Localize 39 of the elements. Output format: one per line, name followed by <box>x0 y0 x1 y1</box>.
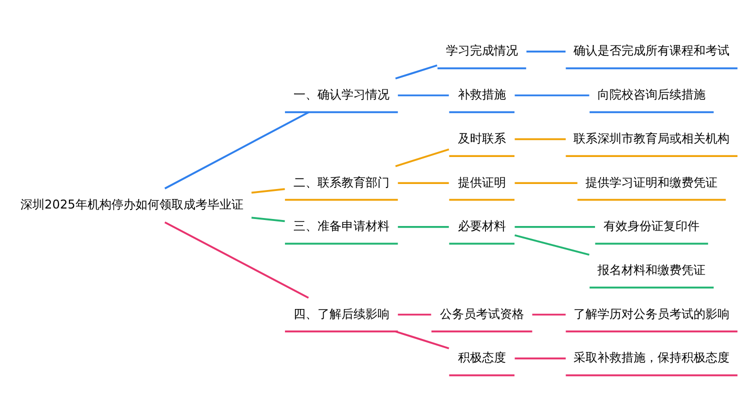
node-text: 了解学历对公务员考试的影响 <box>574 306 730 321</box>
node-text: 提供学习证明和缴费凭证 <box>586 175 718 190</box>
connector <box>398 226 449 228</box>
node-text: 必要材料 <box>458 219 506 234</box>
connector <box>514 358 566 360</box>
node-text: 采取补救措施，保持积极态度 <box>574 350 730 365</box>
connector <box>514 226 596 228</box>
connector <box>532 314 566 316</box>
connector <box>164 221 309 299</box>
connector <box>514 138 566 140</box>
node-text: 积极态度 <box>458 350 506 365</box>
node-text: 及时联系 <box>458 131 506 146</box>
connector <box>395 148 450 168</box>
node-text: 联系深圳市教育局或相关机构 <box>574 131 730 146</box>
connector <box>514 234 590 256</box>
node-text: 确认是否完成所有课程和考试 <box>574 44 730 58</box>
connector <box>395 330 450 350</box>
node-text: 报名材料和缴费凭证 <box>598 262 706 277</box>
node-text: 补救措施 <box>458 88 506 102</box>
node-text: 学习完成情况 <box>446 44 518 58</box>
connector <box>251 216 285 222</box>
node-text: 二、联系教育部门 <box>293 175 390 190</box>
connector <box>251 188 285 194</box>
connector <box>514 182 578 184</box>
connector <box>514 94 590 96</box>
connector <box>526 50 566 52</box>
connector <box>398 314 432 316</box>
connector <box>398 94 449 96</box>
connector <box>395 64 438 80</box>
connector <box>164 111 310 190</box>
node-text: 提供证明 <box>458 175 506 190</box>
node-text: 一、确认学习情况 <box>293 88 390 102</box>
node-text: 四、了解后续影响 <box>293 306 390 321</box>
node-text: 公务员考试资格 <box>440 306 524 321</box>
node-text: 三、准备申请材料 <box>293 219 390 234</box>
node-text: 深圳2025年机构停办如何领取成考毕业证 <box>20 198 244 212</box>
node-text: 向院校咨询后续措施 <box>598 88 706 102</box>
connector <box>398 182 449 184</box>
node-text: 有效身份证复印件 <box>604 219 700 234</box>
